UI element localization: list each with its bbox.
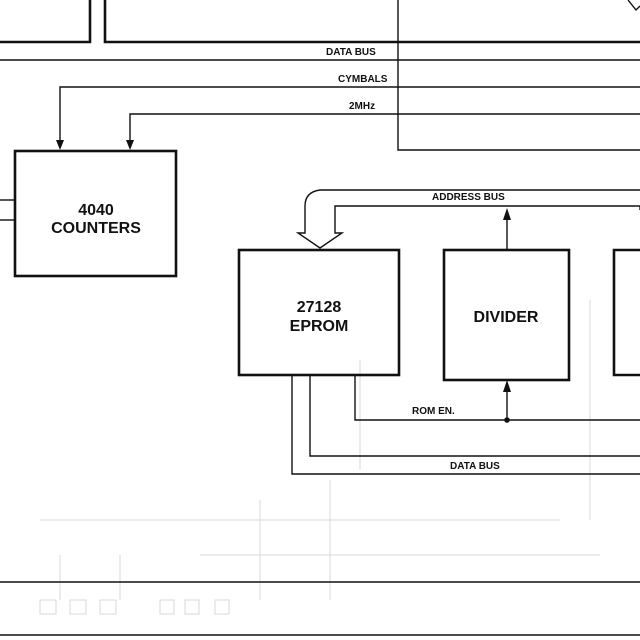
top-right-arrow [627,0,640,12]
address-bus-outer [295,189,640,249]
data-bus-bottom-label: DATA BUS [450,461,500,472]
top-center-box-edge [103,0,640,44]
right-partial-block [612,248,640,377]
counters-label-line1: 4040 [78,202,114,219]
cymbals-label: CYMBALS [338,74,388,85]
data-bus-bottom-inner [309,375,640,457]
clock-line [129,113,640,146]
eprom-block [237,248,401,377]
cymbals-line [59,86,640,146]
eprom-label-line1: 27128 [297,299,342,316]
rom-enable-up-arrowhead [503,380,511,392]
divider-up-arrowhead [503,208,511,220]
data-bus-bottom-outer [291,375,640,475]
cymbals-arrowhead [56,140,64,150]
data-bus-top-label: DATA BUS [326,47,376,58]
divider-label: DIVIDER [474,309,539,326]
address-bus-label: ADDRESS BUS [432,192,505,203]
background-bleed-through [39,300,600,615]
clock-label: 2MHz [349,101,375,112]
counters-label-line2: COUNTERS [51,220,141,237]
rom-enable-line [354,375,640,421]
divider-block [442,248,571,382]
counters-block [13,149,178,278]
top-right-box-edge [397,0,640,151]
rom-enable-junction-dot [504,417,510,423]
rom-enable-label: ROM EN. [412,406,455,417]
clock-arrowhead [126,140,134,150]
eprom-label-line2: EPROM [290,318,349,335]
top-left-box-edge [0,0,92,44]
